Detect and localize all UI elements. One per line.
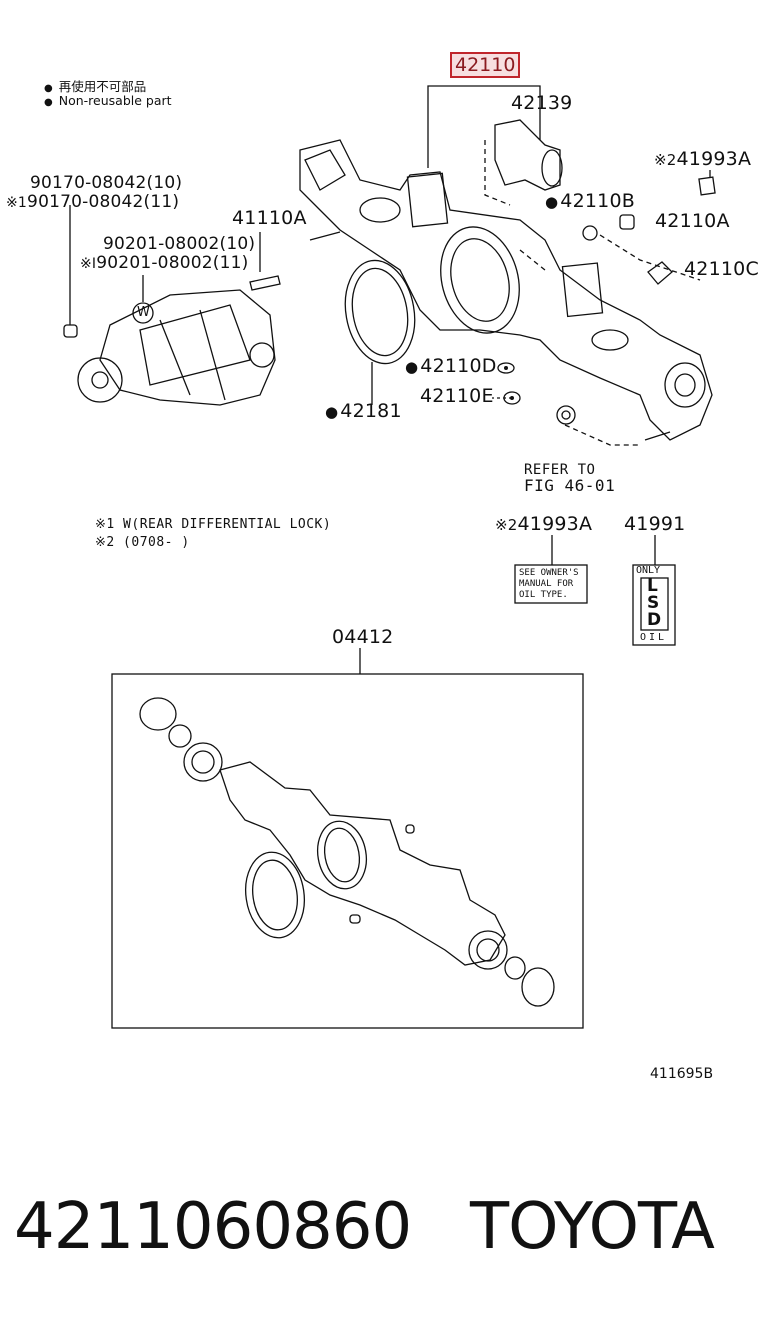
highlighted-part-label[interactable]: 42110 bbox=[450, 52, 521, 78]
part-42110A bbox=[619, 214, 635, 230]
label-42139: 42139 bbox=[511, 92, 573, 114]
label-90170-a: 90170-08042(10) bbox=[30, 173, 183, 193]
label-41991: 41991 bbox=[624, 513, 686, 535]
label-90170-b: ※190170-08042(11) bbox=[6, 192, 179, 212]
label-42110D-text: 42110D bbox=[420, 355, 497, 377]
non-reusable-marker bbox=[405, 355, 420, 377]
label-41993A-bottom-text: 41993A bbox=[517, 513, 593, 535]
oil-type-label-card bbox=[514, 564, 588, 604]
label-card-line-2: MANUAL FOR bbox=[519, 579, 574, 589]
gasket-42181 bbox=[344, 259, 416, 365]
lsd-tag-bottom: OIL bbox=[640, 632, 668, 643]
label-42181-text: 42181 bbox=[340, 400, 402, 422]
label-42110E: 42110E bbox=[420, 385, 494, 407]
note-1: ※1 W(REAR DIFFERENTIAL LOCK) bbox=[95, 517, 332, 532]
part-42110C bbox=[647, 261, 673, 285]
diagram-id: 411695B bbox=[650, 1066, 714, 1082]
label-42110D: 42110D bbox=[405, 355, 497, 377]
label-90201-b: ※I90201-08002(11) bbox=[80, 253, 248, 273]
lsd-tag-s: S bbox=[647, 593, 660, 613]
non-reusable-marker bbox=[325, 400, 340, 422]
part-42110B bbox=[582, 225, 598, 241]
lsd-tag-l: L bbox=[647, 576, 658, 596]
label-41110A: 41110A bbox=[232, 207, 307, 229]
non-reusable-marker bbox=[545, 190, 560, 212]
part-number: 4211060860 bbox=[14, 1190, 412, 1264]
label-42110B-text: 42110B bbox=[560, 190, 635, 212]
note-mark-2: ※2 bbox=[495, 516, 518, 534]
part-42110D bbox=[497, 362, 515, 374]
label-90201-b-text: 90201-08002(11) bbox=[96, 253, 249, 273]
label-42110C: 42110C bbox=[684, 258, 759, 280]
note-mark-1: ※1 bbox=[6, 195, 28, 211]
label-90170-b-text: 90170-08042(11) bbox=[27, 192, 180, 212]
part-42139 bbox=[494, 119, 561, 191]
lsd-tag-top: ONLY bbox=[636, 565, 661, 576]
w-mark: W bbox=[137, 305, 150, 320]
part-90170 bbox=[63, 324, 78, 338]
refer-line-1: REFER TO bbox=[524, 462, 596, 478]
housing-opening bbox=[440, 226, 520, 334]
label-90201-a: 90201-08002(10) bbox=[103, 234, 256, 254]
axle-housing bbox=[299, 139, 713, 441]
part-46-01 bbox=[556, 405, 576, 425]
differential-carrier bbox=[99, 289, 276, 406]
legend-en: Non-reusable part bbox=[44, 93, 172, 108]
label-41993A-top-text: 41993A bbox=[676, 148, 752, 170]
label-41993A-top: ※241993A bbox=[654, 148, 751, 170]
refer-line-2[interactable]: FIG 46-01 bbox=[524, 476, 616, 495]
note-2: ※2 (0708- ) bbox=[95, 535, 190, 550]
label-42110B: 42110B bbox=[545, 190, 635, 212]
label-42110A: 42110A bbox=[655, 210, 730, 232]
note-mark-i: ※I bbox=[80, 256, 97, 272]
leader-42110 bbox=[427, 85, 541, 168]
gasket-kit-frame bbox=[111, 673, 584, 1029]
housing-gasket bbox=[219, 761, 506, 966]
brand-name: TOYOTA bbox=[470, 1190, 715, 1264]
label-41993A-bottom: ※241993A bbox=[495, 513, 592, 535]
label-card-line-3: OIL TYPE. bbox=[519, 590, 568, 600]
label-card-line-1: SEE OWNER'S bbox=[519, 568, 579, 578]
legend-jp: 再使用不可部品 bbox=[44, 76, 147, 95]
part-41110A bbox=[249, 275, 281, 291]
label-04412: 04412 bbox=[332, 626, 394, 648]
lsd-tag bbox=[632, 564, 676, 646]
w-mark-circle bbox=[132, 302, 154, 324]
part-41993A-top bbox=[698, 176, 716, 196]
lsd-tag-d: D bbox=[647, 610, 662, 630]
note-mark-2: ※2 bbox=[654, 151, 677, 169]
label-42181: 42181 bbox=[325, 400, 402, 422]
